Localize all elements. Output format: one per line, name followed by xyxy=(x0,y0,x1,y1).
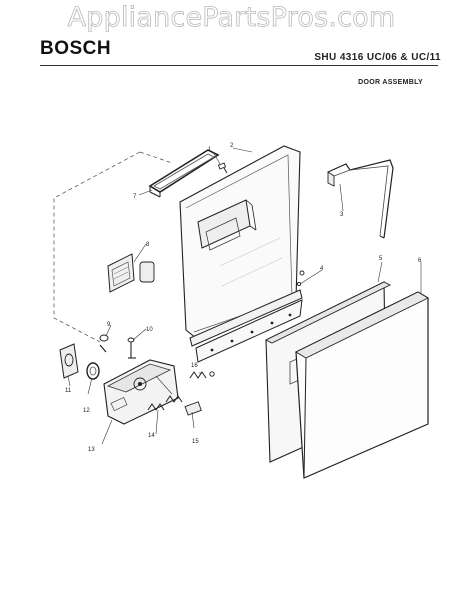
callout-labels: 1 2 3 4 5 6 7 8 9 10 11 12 13 14 15 16 xyxy=(65,143,422,453)
part-14-springs xyxy=(147,395,183,411)
callout-9: 9 xyxy=(107,322,111,328)
dashed-group-outline xyxy=(53,151,173,343)
callout-2: 2 xyxy=(230,143,234,149)
callout-10: 10 xyxy=(146,327,153,333)
callout-12: 12 xyxy=(83,408,90,414)
part-8-cover xyxy=(107,253,155,293)
callout-16: 16 xyxy=(191,363,198,369)
part-16-spring xyxy=(189,371,215,379)
callout-14: 14 xyxy=(148,433,155,439)
part-11-module xyxy=(59,343,79,379)
part-6-front-panel xyxy=(295,291,429,479)
part-2-inner-door xyxy=(179,145,301,339)
header-rule xyxy=(40,65,438,66)
callout-13: 13 xyxy=(88,447,95,453)
callout-11: 11 xyxy=(65,388,72,394)
callout-15: 15 xyxy=(192,439,199,445)
callout-3: 3 xyxy=(340,212,344,218)
part-10-pin xyxy=(127,337,136,359)
callout-6: 6 xyxy=(418,258,422,264)
callout-1: 1 xyxy=(208,147,212,153)
part-15-latch xyxy=(184,401,202,416)
part-9-fastener xyxy=(99,334,109,353)
callout-5: 5 xyxy=(379,256,383,262)
brand-logo: BOSCH xyxy=(40,38,112,59)
part-1-screw xyxy=(217,162,228,174)
leader-lines xyxy=(67,147,422,445)
part-12-ring xyxy=(86,362,100,380)
part-3-hinge-bracket xyxy=(327,159,394,239)
callout-4: 4 xyxy=(320,266,324,272)
callout-7: 7 xyxy=(133,194,137,200)
part-4-bottom-strip xyxy=(189,270,305,363)
part-13-housing xyxy=(103,359,179,425)
callout-8: 8 xyxy=(146,242,150,248)
section-title: DOOR ASSEMBLY xyxy=(358,79,423,86)
model-number: SHU 4316 UC/06 & UC/11 xyxy=(314,52,441,63)
